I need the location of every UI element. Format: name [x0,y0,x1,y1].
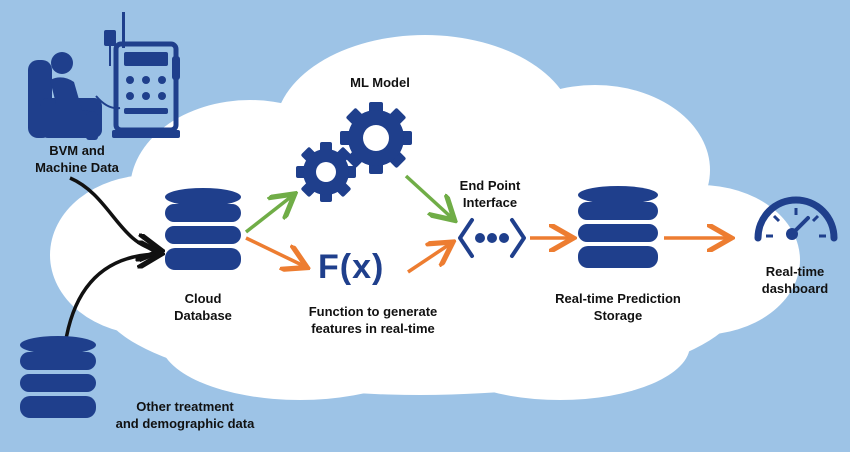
endpoint-label-line-2: Interface [462,195,518,210]
other-data-label: Other treatment and demographic data [100,398,270,432]
other-data-label-line-2: and demographic data [115,416,255,431]
other-data-label-line-1: Other treatment [136,399,234,414]
function-label-line-1: Function to generate [308,304,438,319]
speedometer-icon [754,196,838,242]
prediction-storage-label: Real-time Prediction Storage [528,290,708,324]
prediction-storage-label-line-2: Storage [593,308,643,323]
endpoint-label-line-1: End Point [459,178,521,193]
ml-model-label: ML Model [310,74,450,91]
cloud-database-icon [165,188,241,270]
arrow-db-to-ml [244,196,292,234]
dialysis-patient-icon [28,12,180,140]
prediction-storage-label-line-1: Real-time Prediction [555,291,681,306]
other-data-database-icon [20,336,96,418]
arrow-ml-to-endpoint [404,174,452,218]
arrow-function-to-endpoint [407,244,450,274]
arrow-db-to-function [245,236,304,266]
gears-icon [296,102,412,202]
arrow-other-to-db [63,254,158,346]
cloud-database-label: Cloud Database [143,290,263,324]
bvm-label-line-2: Machine Data [35,160,119,175]
cloud-database-label-line-1: Cloud [184,291,222,306]
endpoint-icon [458,218,526,258]
bvm-label: BVM and Machine Data [2,142,152,176]
endpoint-label: End Point Interface [430,177,550,211]
function-fx-symbol: F(x) [318,248,385,286]
prediction-storage-database-icon [578,186,658,268]
dashboard-label-line-1: Real-time [765,264,825,279]
dashboard-label-line-2: dashboard [761,281,829,296]
function-label: Function to generate features in real-ti… [283,303,463,337]
function-label-line-2: features in real-time [311,321,435,336]
dashboard-label: Real-time dashboard [740,263,850,297]
cloud-database-label-line-2: Database [174,308,232,323]
bvm-label-line-1: BVM and [49,143,105,158]
ml-model-label-text: ML Model [350,75,410,90]
